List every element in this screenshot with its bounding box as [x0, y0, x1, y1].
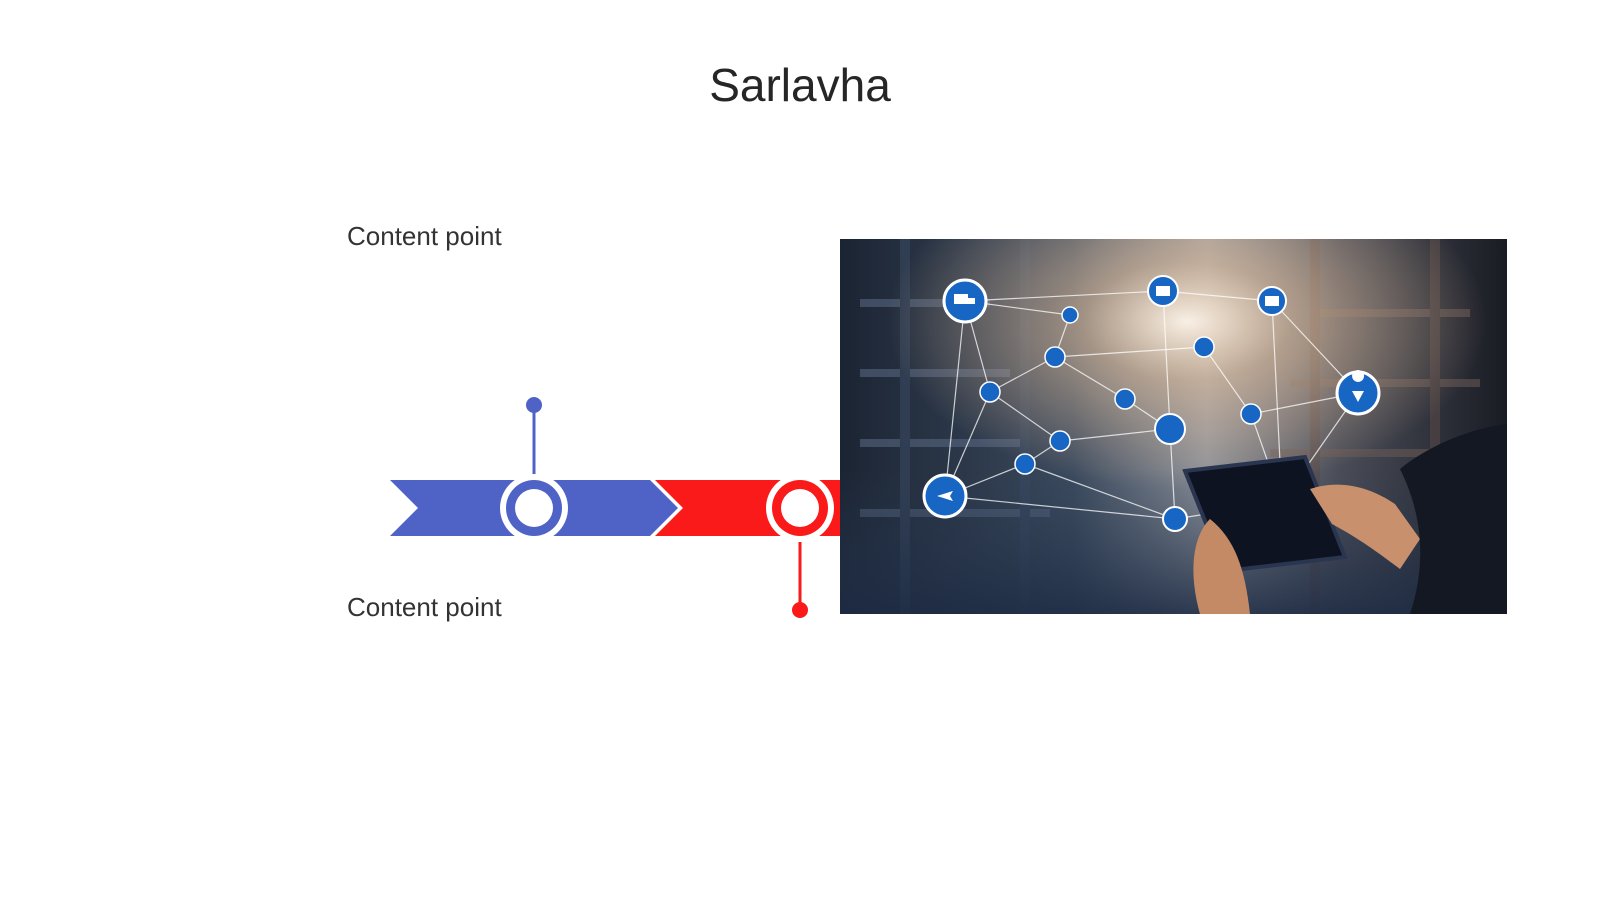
blue-ring-inner: [515, 489, 553, 527]
tablet-hands: [1182, 424, 1507, 614]
content-point-bottom[interactable]: Content point: [347, 592, 502, 622]
blue-connector-dot: [526, 397, 542, 413]
content-point-top[interactable]: Content point: [347, 221, 502, 251]
logistics-network-photo[interactable]: [840, 239, 1507, 614]
red-ring-inner: [781, 489, 819, 527]
slide-title[interactable]: Sarlavha: [709, 59, 891, 111]
red-connector-dot: [792, 602, 808, 618]
photo-illustration: [840, 239, 1507, 614]
